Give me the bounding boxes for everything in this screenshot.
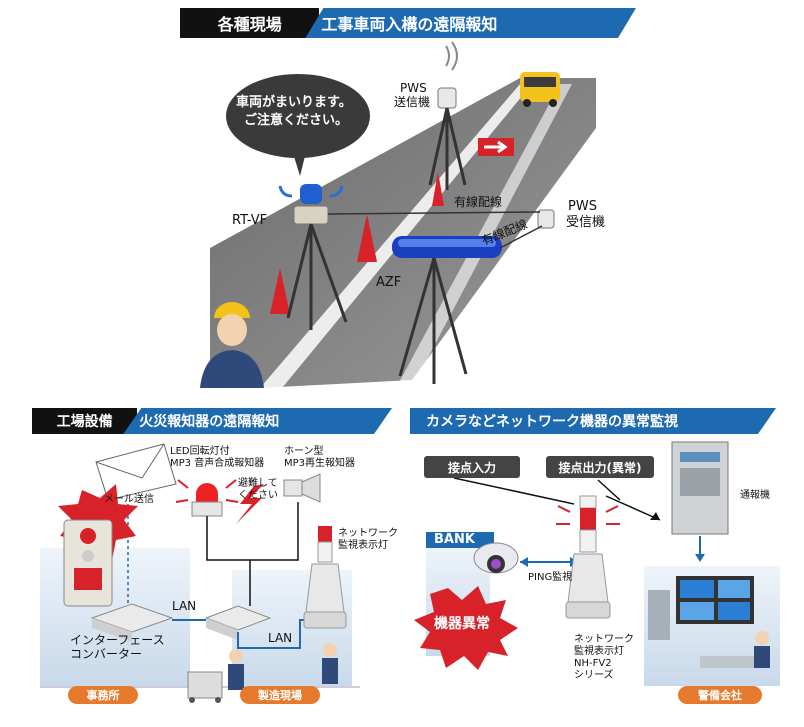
- pws-transmitter-icon: [428, 41, 467, 190]
- interface-converter-1: [90, 603, 174, 642]
- header-bl-right: 火災報知器の遠隔報知: [123, 408, 392, 434]
- camera-icon: [473, 542, 519, 574]
- section-header-bottom-left: 工場設備 火災報知器の遠隔報知: [32, 408, 392, 434]
- horn-annunciator-label-2: MP3再生報知器: [284, 458, 356, 469]
- annunciator-cabinet-icon: [671, 441, 729, 535]
- header-br: カメラなどネットワーク機器の異常監視: [410, 408, 776, 434]
- office-tag: 事務所: [68, 686, 138, 704]
- wiring-lines: [327, 211, 543, 249]
- lan-line-2: [237, 619, 308, 649]
- arrow-sign-icon: [478, 138, 514, 156]
- nh-label-1: ネットワーク: [574, 634, 634, 645]
- wired-label-1: 有線配線: [454, 195, 503, 209]
- error-label: 機器異常: [434, 616, 490, 632]
- contact-in-line: [453, 477, 575, 505]
- azf-lightbar-icon: [392, 236, 502, 384]
- road-line: [260, 84, 532, 388]
- rtvf-unit-icon: [278, 184, 348, 330]
- nh-tower-icon: [556, 495, 620, 619]
- pws-receiver-label-2: 受信機: [566, 215, 606, 230]
- speech-bubble-line1: 車両がまいります。: [236, 95, 352, 110]
- mail-label: メール送信: [104, 494, 154, 505]
- lan-label-2: LAN: [268, 631, 293, 645]
- led-annunciator-icon: [175, 479, 239, 517]
- pws-transmitter-label-2: 送信機: [394, 95, 431, 109]
- speech-bubble-line2: ご注意ください。: [244, 113, 349, 128]
- cones: [270, 172, 444, 314]
- nh-label-2: 監視表示灯: [574, 646, 624, 657]
- pws-receiver-label-1: PWS: [568, 199, 597, 214]
- network-tower-label-1: ネットワーク: [338, 528, 398, 539]
- wire-lines: [206, 502, 299, 561]
- header-top-right: 工事車両入構の遠隔報知: [305, 8, 636, 38]
- cart-icon: [187, 671, 223, 703]
- tower-light-icon: [303, 526, 347, 629]
- pws-transmitter-label-1: PWS: [400, 81, 427, 95]
- worker-icon: [200, 302, 264, 388]
- error-burst: [414, 586, 518, 670]
- contact-out-line: [597, 479, 621, 501]
- worker-icon-2: [228, 649, 244, 690]
- evacuate-label-2: ください: [238, 490, 278, 501]
- azf-label: AZF: [376, 275, 402, 290]
- section-header-top: 各種現場 工事車両入構の遠隔報知: [180, 8, 636, 38]
- bus-icon: [520, 72, 560, 107]
- pws-receiver-icon: [529, 173, 555, 229]
- fire-alarm-icon: [58, 484, 138, 607]
- converter-label-1: インターフェース: [70, 633, 165, 647]
- lightning-icon: [236, 484, 264, 524]
- security-company-tag: 警備会社: [678, 686, 762, 704]
- contact-input-box: 接点入力: [424, 456, 520, 478]
- ping-label: PING監視: [528, 572, 573, 583]
- horn-annunciator-label-1: ホーン型: [284, 446, 324, 457]
- rtvf-label: RT-VF: [232, 213, 268, 228]
- horn-annunciator-icon: [283, 473, 321, 503]
- speech-bubble: [226, 74, 370, 176]
- converter-label-2: コンバーター: [70, 647, 143, 661]
- section-header-bottom-right: カメラなどネットワーク機器の異常監視: [410, 408, 776, 434]
- led-annunciator-label-2: MP3 音声合成報知器: [170, 458, 265, 469]
- worker-icon-3: [322, 643, 338, 684]
- nh-label-3: NH-FV2: [574, 658, 612, 669]
- bank-label: BANK: [434, 532, 475, 547]
- lan-label-1: LAN: [172, 599, 197, 613]
- network-tower-label-2: 監視表示灯: [338, 540, 388, 551]
- interface-converter-2: [204, 605, 272, 640]
- annunciator-label: 通報機: [740, 490, 770, 501]
- contact-output-box: 接点出力(異常): [546, 456, 654, 478]
- nh-label-4: シリーズ: [574, 670, 614, 681]
- header-top-left: 各種現場: [180, 8, 320, 38]
- header-bl-left: 工場設備: [32, 408, 138, 434]
- evacuate-label-1: 避難して: [238, 478, 278, 489]
- factory-tag: 製造現場: [240, 686, 320, 704]
- led-annunciator-label-1: LED回転灯付: [170, 446, 230, 457]
- security-room: [644, 566, 780, 686]
